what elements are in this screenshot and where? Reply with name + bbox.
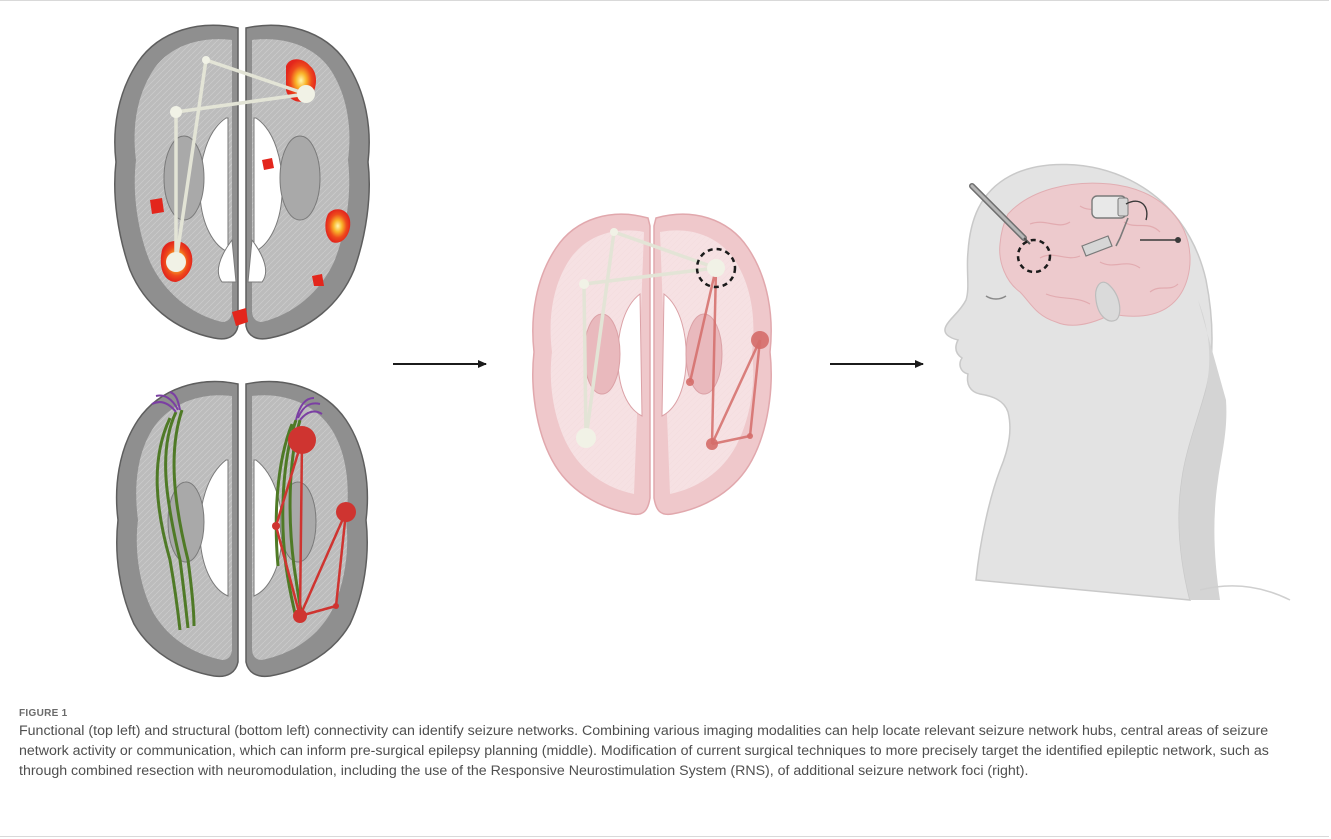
head-profile-illustration [945, 164, 1290, 600]
figure-caption-text: Functional (top left) and structural (bo… [19, 722, 1314, 781]
functional-connectivity-brain [115, 25, 369, 338]
structural-connectivity-brain [117, 382, 368, 677]
combined-network-brain [533, 214, 771, 514]
figure-caption: FIGURE 1 Functional (top left) and struc… [19, 708, 1314, 781]
figure-label: FIGURE 1 [19, 708, 1314, 719]
figure-artwork [0, 0, 1331, 700]
